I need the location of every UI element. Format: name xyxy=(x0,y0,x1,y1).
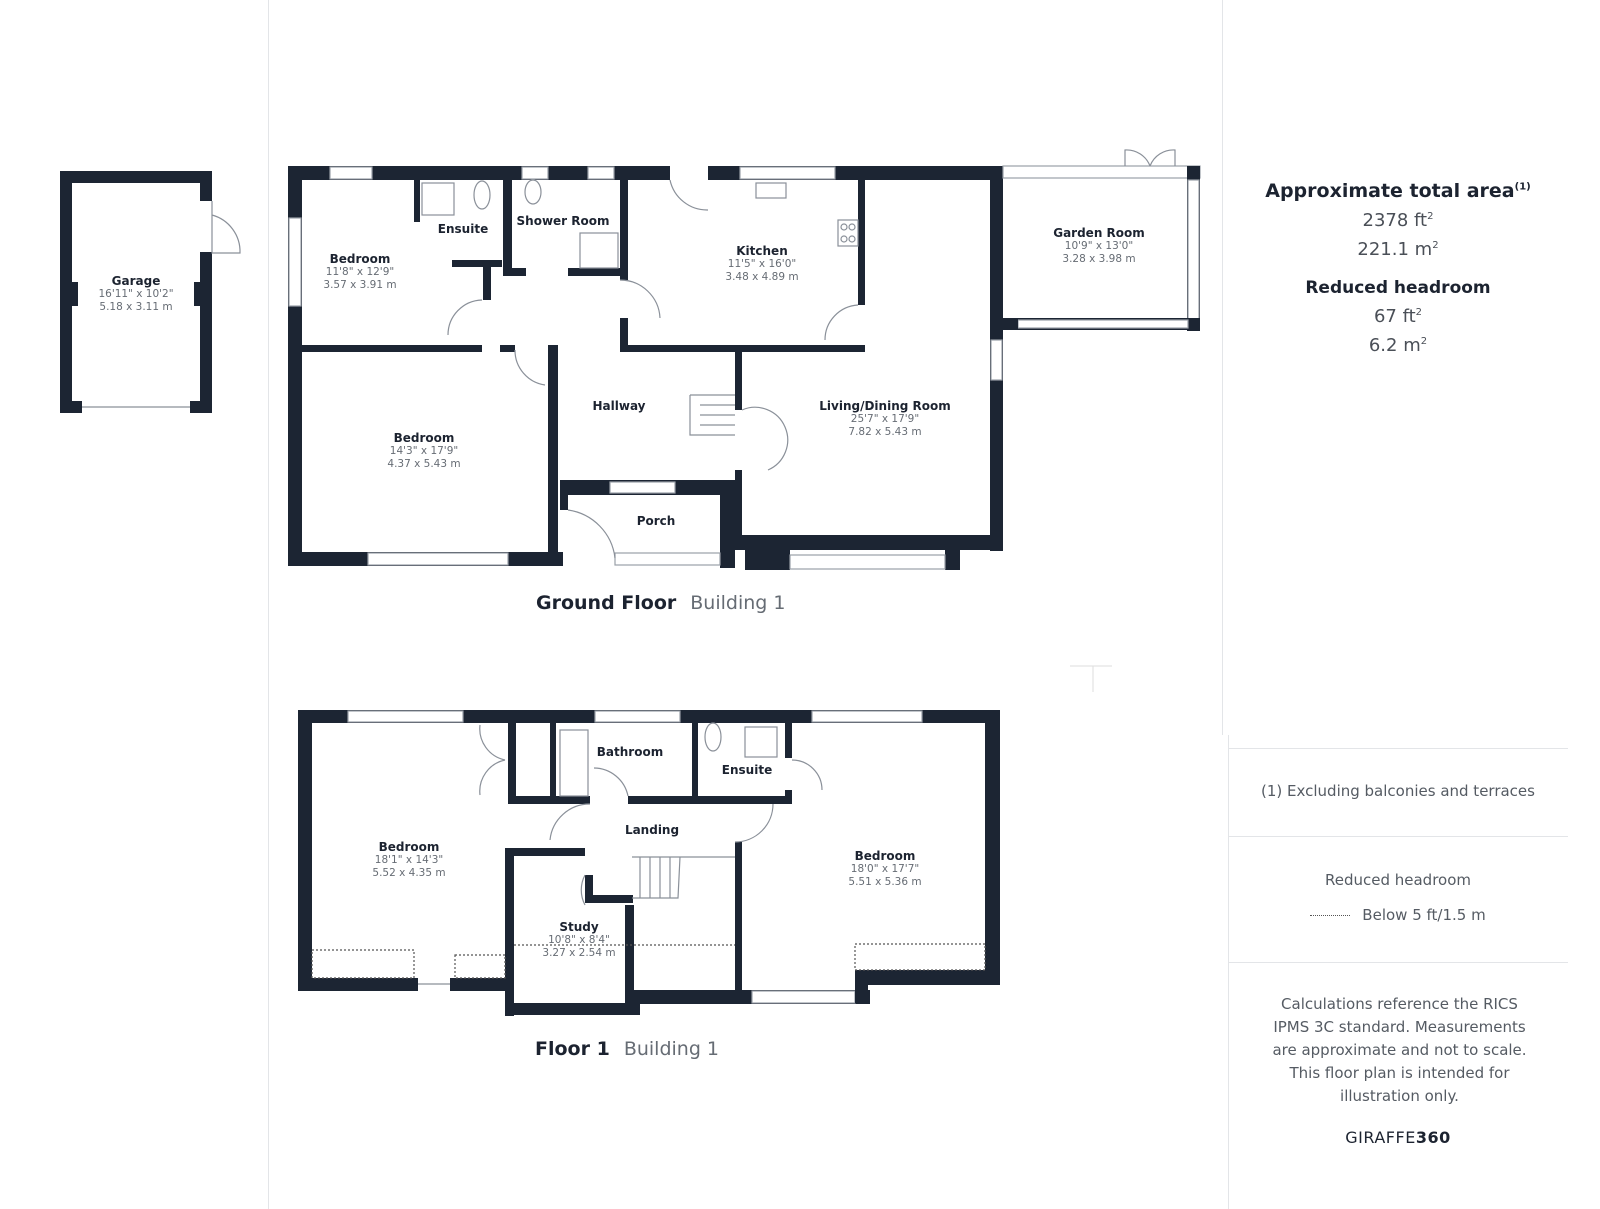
footnote: (1) Excluding balconies and terraces xyxy=(1261,782,1535,800)
panel-divider xyxy=(1228,735,1229,1209)
room-label-study: Study 10'8" x 8'4" 3.27 x 2.54 m xyxy=(542,920,615,960)
room-imperial: 18'0" x 17'7" xyxy=(850,863,920,876)
room-label-porch: Porch xyxy=(637,514,676,528)
reduced-headroom-heading: Reduced headroom xyxy=(1305,278,1491,298)
reduced-area-m: 6.2 m2 xyxy=(1228,335,1568,356)
divider xyxy=(1228,962,1568,963)
room-metric: 7.82 x 5.43 m xyxy=(848,425,922,438)
sup: 2 xyxy=(1432,240,1439,251)
room-name: Ensuite xyxy=(721,763,773,777)
total-area-heading-text: Approximate total area xyxy=(1265,180,1515,202)
reduced-m-value: 6.2 m xyxy=(1368,335,1421,356)
sup: 2 xyxy=(1427,211,1434,222)
room-name: Porch xyxy=(636,514,676,528)
building-name: Building 1 xyxy=(690,592,786,614)
room-label-living-dining: Living/Dining Room 25'7" x 17'9" 7.82 x … xyxy=(819,399,950,439)
floor-name: Floor 1 xyxy=(535,1038,610,1060)
reduced-ft-value: 67 ft xyxy=(1373,306,1416,327)
right-divider xyxy=(1222,0,1223,735)
room-label-garden-room: Garden Room 10'9" x 13'0" 3.28 x 3.98 m xyxy=(1053,226,1145,266)
room-name: Hallway xyxy=(592,399,646,413)
area-summary: Approximate total area(1) 2378 ft2 221.1… xyxy=(1228,180,1568,356)
room-imperial: 10'9" x 13'0" xyxy=(1064,240,1134,253)
room-name: Bedroom xyxy=(378,840,440,854)
room-imperial: 18'1" x 14'3" xyxy=(374,854,444,867)
ground-floor-title: Ground Floor Building 1 xyxy=(536,592,785,614)
room-name: Shower Room xyxy=(516,214,610,228)
room-metric: 5.18 x 3.11 m xyxy=(99,300,173,313)
room-label-shower-room: Shower Room xyxy=(517,214,610,228)
room-label-bedroom-2: Bedroom 14'3" x 17'9" 4.37 x 5.43 m xyxy=(387,431,460,471)
room-label-ensuite-f1: Ensuite xyxy=(722,763,772,777)
logo-part1: GIRAFFE xyxy=(1345,1128,1416,1147)
total-area-heading: Approximate total area(1) xyxy=(1228,180,1568,202)
room-imperial: 11'5" x 16'0" xyxy=(727,258,797,271)
room-imperial: 25'7" x 17'9" xyxy=(850,413,920,426)
ground-floor-walls xyxy=(288,149,1201,570)
room-metric: 5.52 x 4.35 m xyxy=(372,866,446,879)
room-metric: 4.37 x 5.43 m xyxy=(387,457,461,470)
total-area-ft: 2378 ft2 xyxy=(1228,210,1568,231)
room-imperial: 16'11" x 10'2" xyxy=(98,288,174,301)
total-ft-value: 2378 ft xyxy=(1362,210,1428,231)
sup: 2 xyxy=(1420,336,1428,347)
room-metric: 3.57 x 3.91 m xyxy=(323,278,397,291)
total-m-value: 221.1 m xyxy=(1357,239,1433,260)
room-name: Study xyxy=(559,920,599,934)
room-label-bedroom-1: Bedroom 11'8" x 12'9" 3.57 x 3.91 m xyxy=(323,252,396,292)
garage-walls xyxy=(60,171,241,413)
room-metric: 5.51 x 5.36 m xyxy=(848,875,922,888)
disclaimer: Calculations reference the RICS IPMS 3C … xyxy=(1272,995,1527,1105)
room-name: Ensuite xyxy=(437,222,489,236)
room-label-bedroom-f1-left: Bedroom 18'1" x 14'3" 5.52 x 4.35 m xyxy=(372,840,445,880)
room-imperial: 10'8" x 8'4" xyxy=(548,934,610,947)
building-name: Building 1 xyxy=(623,1038,720,1060)
floor-1-walls xyxy=(298,710,1000,1016)
room-label-ensuite: Ensuite xyxy=(438,222,488,236)
room-imperial: 14'3" x 17'9" xyxy=(389,445,459,458)
room-label-bedroom-f1-right: Bedroom 18'0" x 17'7" 5.51 x 5.36 m xyxy=(848,849,921,889)
floor-name: Ground Floor xyxy=(536,592,677,614)
room-imperial: 11'8" x 12'9" xyxy=(325,266,395,279)
room-label-kitchen: Kitchen 11'5" x 16'0" 3.48 x 4.89 m xyxy=(725,244,798,284)
left-divider xyxy=(268,0,269,1209)
room-label-landing: Landing xyxy=(625,823,679,837)
legend-title: Reduced headroom xyxy=(1324,871,1472,889)
floor-1-title: Floor 1 Building 1 xyxy=(535,1038,719,1060)
legend-item-label: Below 5 ft/1.5 m xyxy=(1362,906,1486,924)
room-name: Kitchen xyxy=(736,244,788,258)
room-name: Bedroom xyxy=(393,431,455,445)
footnote-marker: (1) xyxy=(1514,181,1531,193)
dotted-line-icon xyxy=(1310,915,1351,916)
room-name: Garage xyxy=(111,274,161,288)
giraffe360-logo: GIRAFFE360 xyxy=(1228,1128,1568,1147)
room-label-garage: Garage 16'11" x 10'2" 5.18 x 3.11 m xyxy=(98,274,173,314)
legend-item: Below 5 ft/1.5 m xyxy=(1228,904,1568,927)
room-metric: 3.28 x 3.98 m xyxy=(1062,252,1136,265)
room-name: Landing xyxy=(624,823,680,837)
room-name: Bathroom xyxy=(596,745,664,759)
room-metric: 3.48 x 4.89 m xyxy=(725,270,799,283)
room-name: Bedroom xyxy=(329,252,391,266)
room-name: Garden Room xyxy=(1053,226,1145,240)
room-name: Living/Dining Room xyxy=(819,399,951,413)
room-label-bathroom: Bathroom xyxy=(597,745,663,759)
room-label-hallway: Hallway xyxy=(592,399,645,413)
total-area-m: 221.1 m2 xyxy=(1228,239,1568,260)
divider xyxy=(1228,836,1568,837)
divider xyxy=(1228,748,1568,749)
reduced-area-ft: 67 ft2 xyxy=(1228,306,1568,327)
room-name: Bedroom xyxy=(854,849,916,863)
sup: 2 xyxy=(1415,307,1423,318)
logo-part2: 360 xyxy=(1415,1128,1451,1147)
room-metric: 3.27 x 2.54 m xyxy=(542,946,616,959)
